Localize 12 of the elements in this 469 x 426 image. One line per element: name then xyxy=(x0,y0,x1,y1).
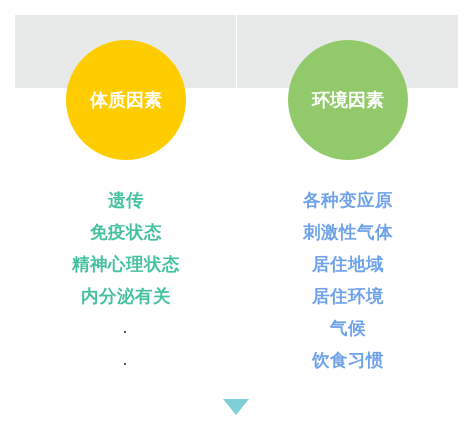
list-item: 刺激性气体 xyxy=(303,222,393,245)
ellipsis-dot: . xyxy=(122,349,128,372)
list-item: 各种变应原 xyxy=(303,190,393,213)
list-item: 居住环境 xyxy=(312,286,384,309)
ellipsis-dot: . xyxy=(122,317,128,340)
list-item: 内分泌有关 xyxy=(81,286,171,309)
list-item: 精神心理状态 xyxy=(72,254,180,277)
list-item: 饮食习惯 xyxy=(312,350,384,373)
list-item: 气候 xyxy=(330,318,366,341)
list-item: 免疫状态 xyxy=(90,222,162,245)
list-item: 遗传 xyxy=(108,190,144,213)
list-item: 居住地域 xyxy=(312,254,384,277)
